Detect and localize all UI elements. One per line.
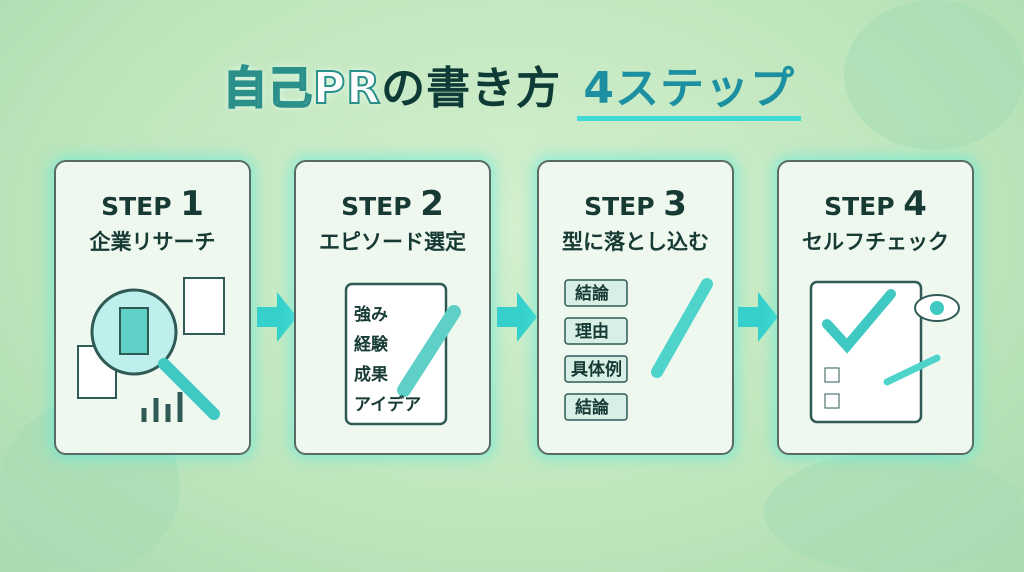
step-title: 型に落とし込む xyxy=(562,230,709,254)
step-card-1: STEP 1 企業リサーチ xyxy=(54,160,251,455)
bg-blob xyxy=(844,0,1024,150)
step-heading: STEP 4 xyxy=(824,184,927,224)
title-highlight: 4ステップ xyxy=(577,63,802,121)
step-card-4: STEP 4 セルフチェック xyxy=(777,160,974,455)
template-pen-icon: 結論 理由 具体例 結論 xyxy=(564,278,713,421)
step-heading: STEP 2 xyxy=(341,184,444,224)
list-item: アイデア xyxy=(354,394,421,415)
title-part2: の書き方 xyxy=(381,63,562,114)
list-item: 強み xyxy=(354,304,388,325)
checklist-eye-icon xyxy=(809,280,960,424)
step-heading: STEP 1 xyxy=(101,184,204,224)
arrow-right-icon xyxy=(738,292,778,342)
template-item: 理由 xyxy=(575,321,609,342)
page-title: 自己PRの書き方 4ステップ xyxy=(0,52,1024,121)
step-title: エピソード選定 xyxy=(319,230,466,254)
step-title: セルフチェック xyxy=(802,230,949,254)
bg-blob xyxy=(764,452,1024,572)
arrow-right-icon xyxy=(497,292,537,342)
step-title: 企業リサーチ xyxy=(89,230,216,254)
title-part1: 自己PR xyxy=(222,62,382,115)
template-item: 具体例 xyxy=(570,359,622,380)
step-card-2: STEP 2 エピソード選定 強み 経験 成果 アイデア xyxy=(294,160,491,455)
template-item: 結論 xyxy=(575,397,610,418)
notepad-pencil-icon: 強み 経験 成果 アイデア xyxy=(344,282,461,426)
step-card-3: STEP 3 型に落とし込む 結論 理由 具体例 結論 xyxy=(537,160,734,455)
template-item: 結論 xyxy=(575,283,610,304)
list-item: 成果 xyxy=(354,364,388,385)
list-item: 経験 xyxy=(354,334,389,355)
step-heading: STEP 3 xyxy=(584,184,687,224)
arrow-right-icon xyxy=(257,292,297,342)
magnifier-building-icon xyxy=(77,277,225,422)
